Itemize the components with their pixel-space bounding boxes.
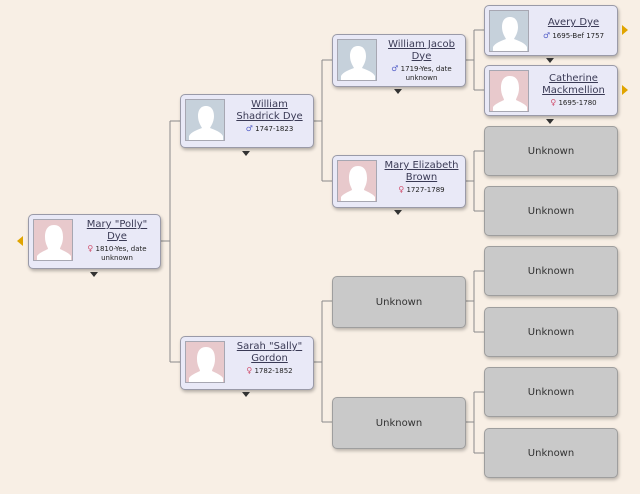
- male-symbol-icon: ♂: [542, 30, 551, 40]
- unknown-person-card[interactable]: Unknown: [484, 367, 618, 417]
- female-silhouette-icon: [337, 160, 377, 202]
- expand-caret-icon[interactable]: [242, 392, 250, 397]
- person-name-link[interactable]: Mary "Polly" Dye: [86, 219, 148, 242]
- person-lifespan: ♀ 1727-1789: [398, 185, 445, 194]
- female-symbol-icon: ♀: [87, 244, 94, 253]
- unknown-person-card[interactable]: Unknown: [332, 276, 466, 328]
- person-name-link[interactable]: William Shadrick Dye: [236, 99, 303, 122]
- person-lifespan: ♀ 1782-1852: [246, 366, 293, 375]
- person-card-avery-dye[interactable]: Avery Dye ♂ 1695-Bef 1757: [484, 5, 618, 56]
- male-silhouette-icon: [489, 10, 529, 52]
- person-name-link[interactable]: Sarah "Sally" Gordon: [236, 341, 303, 364]
- person-card-mary-polly-dye[interactable]: Mary "Polly" Dye ♀ 1810-Yes, date unknow…: [28, 214, 161, 269]
- unknown-person-card[interactable]: Unknown: [484, 307, 618, 357]
- female-symbol-icon: ♀: [246, 366, 253, 375]
- person-lifespan: ♂ 1747-1823: [245, 124, 294, 133]
- expand-caret-icon[interactable]: [546, 58, 554, 63]
- male-silhouette-icon: [185, 99, 225, 141]
- person-name-link[interactable]: Catherine Mackmellion: [542, 73, 605, 96]
- person-card-catherine-mackmellion[interactable]: Catherine Mackmellion ♀ 1695-1780: [484, 65, 618, 116]
- person-name-link[interactable]: Mary Elizabeth Brown: [384, 160, 459, 183]
- person-card-mary-elizabeth-brown[interactable]: Mary Elizabeth Brown ♀ 1727-1789: [332, 155, 466, 208]
- male-symbol-icon: ♂: [245, 124, 253, 133]
- person-lifespan: ♂ 1719-Yes, date unknown: [391, 64, 452, 82]
- person-lifespan: ♀ 1695-1780: [550, 98, 597, 107]
- unknown-person-card[interactable]: Unknown: [484, 126, 618, 176]
- unknown-person-card[interactable]: Unknown: [484, 428, 618, 478]
- expand-caret-icon[interactable]: [242, 151, 250, 156]
- female-silhouette-icon: [33, 219, 73, 261]
- expand-caret-icon[interactable]: [90, 272, 98, 277]
- person-name-link[interactable]: Avery Dye: [547, 17, 600, 28]
- person-card-william-shadrick-dye[interactable]: William Shadrick Dye ♂ 1747-1823: [180, 94, 314, 148]
- expand-caret-icon[interactable]: [394, 89, 402, 94]
- female-silhouette-icon: [489, 70, 529, 112]
- male-silhouette-icon: [337, 39, 377, 81]
- navigate-children-arrow[interactable]: [17, 236, 23, 246]
- person-card-sarah-sally-gordon[interactable]: Sarah "Sally" Gordon ♀ 1782-1852: [180, 336, 314, 390]
- person-lifespan: ♂ 1695-Bef 1757: [542, 30, 605, 40]
- unknown-person-card[interactable]: Unknown: [332, 397, 466, 449]
- navigate-ancestors-arrow[interactable]: [622, 25, 628, 35]
- female-silhouette-icon: [185, 341, 225, 383]
- navigate-ancestors-arrow[interactable]: [622, 85, 628, 95]
- female-symbol-icon: ♀: [550, 98, 557, 107]
- male-symbol-icon: ♂: [391, 64, 399, 73]
- female-symbol-icon: ♀: [398, 185, 405, 194]
- person-card-william-jacob-dye[interactable]: William Jacob Dye ♂ 1719-Yes, date unkno…: [332, 34, 466, 87]
- person-name-link[interactable]: William Jacob Dye: [388, 39, 455, 62]
- expand-caret-icon[interactable]: [546, 119, 554, 124]
- expand-caret-icon[interactable]: [394, 210, 402, 215]
- person-lifespan: ♀ 1810-Yes, date unknown: [87, 244, 147, 262]
- unknown-person-card[interactable]: Unknown: [484, 186, 618, 236]
- unknown-person-card[interactable]: Unknown: [484, 246, 618, 296]
